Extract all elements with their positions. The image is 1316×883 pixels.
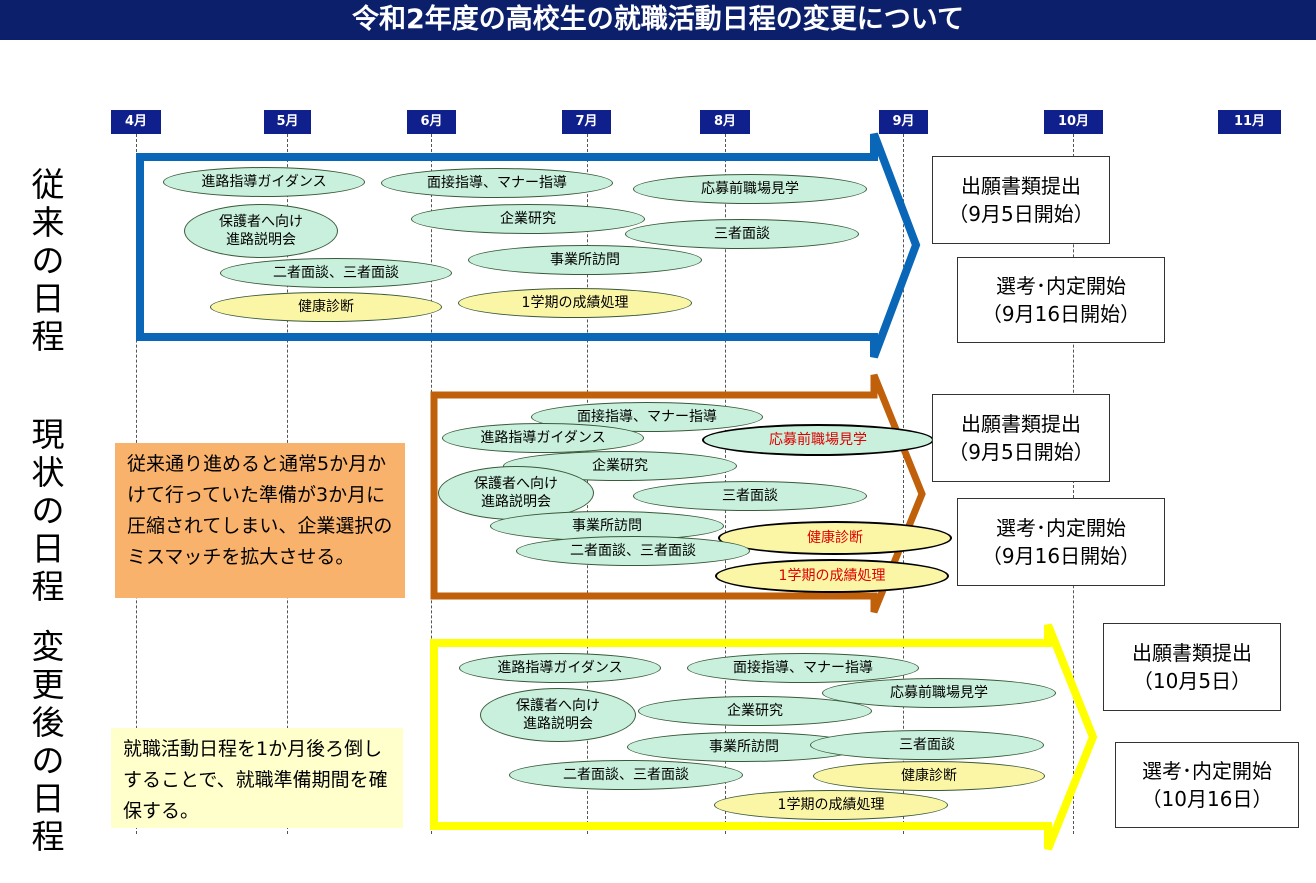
pill-interview: 面接指導、マナー指導: [381, 168, 613, 198]
pill-three: 三者面談: [633, 481, 867, 511]
pill-office: 事業所訪問: [468, 245, 702, 275]
current-arrow: [430, 373, 926, 614]
row-label-char: 程: [31, 317, 65, 356]
pill-visit-prep: 応募前職場見学: [633, 174, 867, 204]
month-label: 9月: [879, 110, 928, 134]
row-label-char: 更: [31, 665, 65, 704]
row-label-char: 程: [31, 567, 65, 606]
trad-select-box: 選考･内定開始 （9月16日開始）: [957, 257, 1165, 343]
pill-company: 企業研究: [638, 696, 872, 726]
pill-three: 三者面談: [810, 730, 1044, 760]
trad-apply-box: 出願書類提出 （9月5日開始）: [932, 156, 1110, 244]
pill-line: 保護者へ向け: [219, 214, 303, 230]
row-label-char: 後: [31, 703, 65, 742]
month-label: 4月: [111, 110, 161, 134]
pill-visit-prep: 応募前職場見学: [702, 424, 934, 456]
row-label-traditional: 従 来 の 日 程: [28, 166, 68, 356]
pill-parents: 保護者へ向け 進路説明会: [184, 204, 338, 258]
row-label-char: 変: [31, 627, 65, 666]
changed-arrow: [430, 623, 1098, 851]
pill-interview: 面接指導、マナー指導: [687, 653, 919, 683]
pill-line: 保護者へ向け: [474, 476, 558, 492]
box-line: （10月5日）: [1132, 669, 1252, 693]
pill-guidance: 進路指導ガイダンス: [442, 423, 644, 453]
row-label-char: の: [31, 741, 65, 780]
month-label: 7月: [562, 110, 611, 134]
cur-apply-box: 出願書類提出 （9月5日開始）: [932, 394, 1110, 482]
box-line: 選考･内定開始: [996, 516, 1126, 540]
box-line: 出願書類提出: [961, 412, 1081, 436]
note-compression-warning: 従来通り進めると通常5か月かけて行っていた準備が3か月に圧縮されてしまい、企業選…: [115, 443, 405, 598]
row-label-char: の: [31, 241, 65, 280]
cur-select-box: 選考･内定開始 （9月16日開始）: [957, 498, 1165, 586]
month-gridline: [1073, 134, 1074, 834]
note-postponement: 就職活動日程を1か月後ろ倒しすることで、就職準備期間を確保する。: [111, 728, 403, 828]
pill-three: 三者面談: [625, 219, 859, 249]
pill-line: 保護者へ向け: [516, 698, 600, 714]
row-label-changed: 変 更 後 の 日 程: [28, 628, 68, 856]
pill-health: 健康診断: [210, 292, 442, 322]
pill-two-three: 二者面談、三者面談: [516, 536, 750, 566]
row-label-char: 程: [31, 817, 65, 856]
month-label: 6月: [407, 110, 456, 134]
row-label-char: 日: [31, 279, 65, 318]
chg-apply-box: 出願書類提出 （10月5日）: [1103, 623, 1281, 711]
pill-line: 進路説明会: [226, 232, 296, 248]
pill-grades: 1学期の成績処理: [714, 790, 948, 820]
pill-parents: 保護者へ向け 進路説明会: [480, 688, 636, 742]
pill-visit-prep: 応募前職場見学: [822, 678, 1056, 708]
box-line: （9月16日開始）: [981, 544, 1141, 568]
row-label-char: の: [31, 491, 65, 530]
pill-health: 健康診断: [813, 761, 1045, 791]
month-label: 10月: [1044, 110, 1103, 134]
row-label-char: 日: [31, 779, 65, 818]
row-label-char: 従: [31, 165, 65, 204]
pill-two-three: 二者面談、三者面談: [220, 258, 452, 288]
pill-grades: 1学期の成績処理: [458, 288, 692, 318]
box-line: 選考･内定開始: [1142, 759, 1272, 783]
pill-company: 企業研究: [411, 204, 645, 234]
pill-health: 健康診断: [718, 521, 952, 555]
box-line: （9月5日開始）: [948, 202, 1094, 226]
row-label-current: 現 状 の 日 程: [28, 416, 68, 606]
pill-guidance: 進路指導ガイダンス: [163, 167, 365, 197]
box-line: 選考･内定開始: [996, 274, 1126, 298]
box-line: 出願書類提出: [1132, 641, 1252, 665]
pill-two-three: 二者面談、三者面談: [509, 760, 743, 790]
row-label-char: 状: [31, 453, 65, 492]
month-label: 8月: [700, 110, 750, 134]
chg-select-box: 選考･内定開始 （10月16日）: [1115, 742, 1299, 828]
box-line: （9月5日開始）: [948, 440, 1094, 464]
box-line: （10月16日）: [1141, 787, 1273, 811]
row-label-char: 日: [31, 529, 65, 568]
pill-grades: 1学期の成績処理: [715, 559, 949, 593]
month-label: 11月: [1218, 110, 1281, 134]
row-label-char: 来: [31, 203, 65, 242]
row-label-char: 現: [31, 415, 65, 454]
pill-guidance: 進路指導ガイダンス: [459, 653, 661, 683]
box-line: 出願書類提出: [961, 174, 1081, 198]
month-label: 5月: [264, 110, 311, 134]
box-line: （9月16日開始）: [981, 302, 1141, 326]
pill-line: 進路説明会: [481, 494, 551, 510]
month-gridline: [903, 134, 904, 834]
page-title: 令和2年度の高校生の就職活動日程の変更について: [0, 0, 1316, 40]
pill-line: 進路説明会: [523, 716, 593, 732]
traditional-arrow: [136, 132, 921, 359]
